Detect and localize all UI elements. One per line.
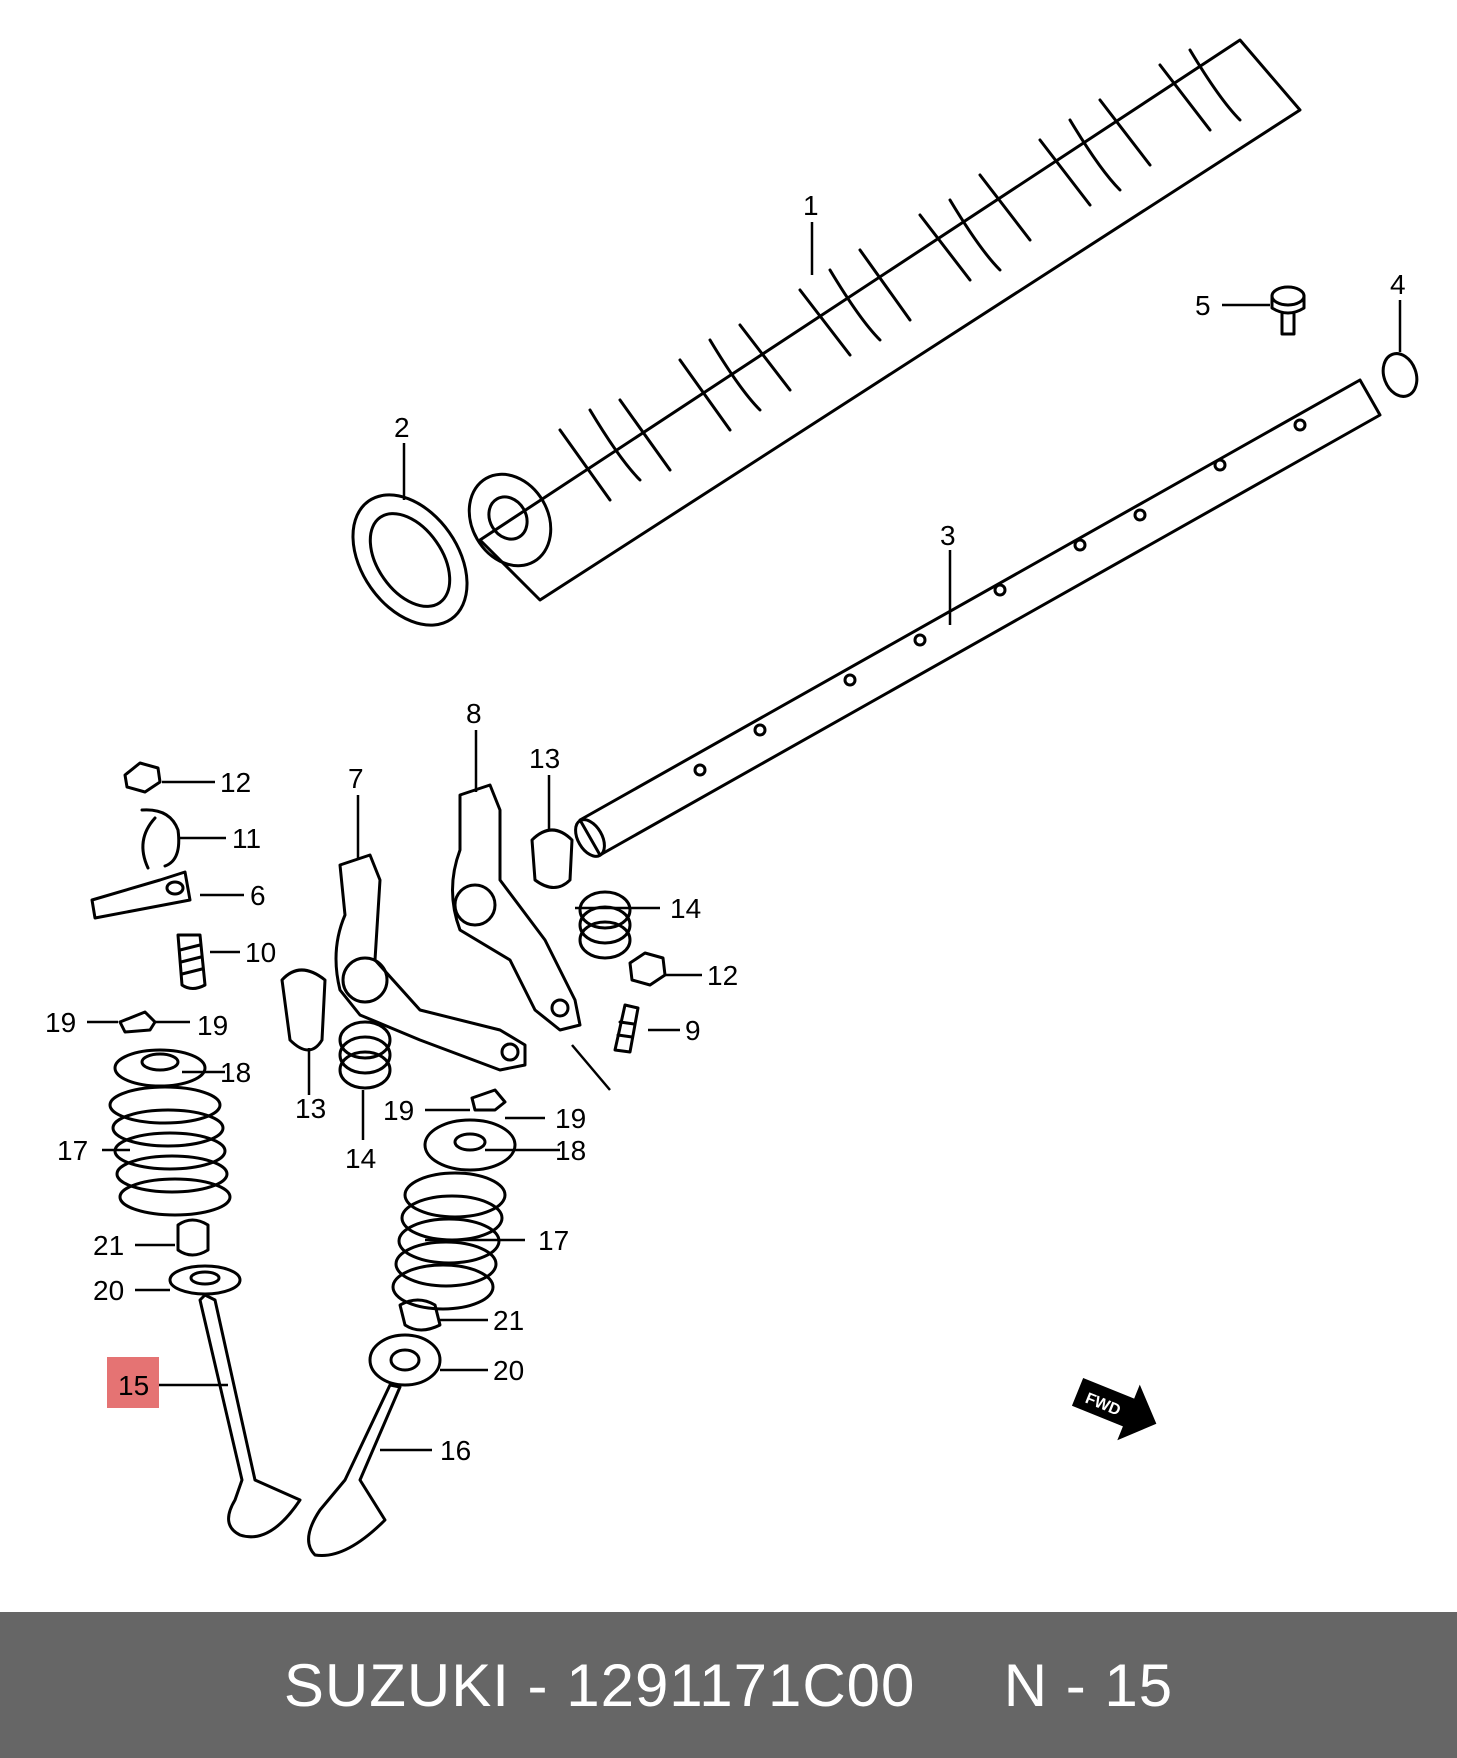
shaft-holes — [693, 418, 1307, 777]
callout-21-b: 21 — [493, 1305, 524, 1336]
wave-washer-part-b — [530, 828, 574, 889]
callout-14-b: 14 — [345, 1143, 376, 1174]
callout-11: 11 — [232, 823, 261, 854]
callout-12-a: 12 — [220, 767, 251, 798]
adjust-screw-part-a — [176, 933, 207, 990]
callout-7: 7 — [348, 763, 364, 794]
footer-bar: SUZUKI - 1291171C00 N - 15 — [0, 1612, 1457, 1758]
callout-18-a: 18 — [220, 1057, 251, 1088]
o-ring-part — [1381, 352, 1419, 398]
callout-8: 8 — [466, 698, 482, 729]
callout-19-d: 19 — [555, 1103, 586, 1134]
fwd-arrow-icon: FWD — [1071, 1377, 1157, 1441]
valve-stack-left — [108, 1010, 302, 1539]
callout-9: 9 — [685, 1015, 701, 1046]
callout-13-a: 13 — [529, 743, 560, 774]
callout-19-c: 19 — [383, 1095, 414, 1126]
callout-13-b: 13 — [295, 1093, 326, 1124]
callout-12-b: 12 — [707, 960, 738, 991]
parts-diagram: FWD 1 — [45, 38, 1419, 1558]
nut-part-a — [123, 761, 162, 794]
callout-3: 3 — [940, 520, 956, 551]
callout-19-a: 19 — [45, 1007, 76, 1038]
callout-2: 2 — [394, 412, 410, 443]
callout-5: 5 — [1195, 290, 1211, 321]
callout-20-b: 20 — [493, 1355, 524, 1386]
adjust-screw-part-b — [613, 1003, 640, 1054]
callout-21-a: 21 — [93, 1230, 124, 1261]
wave-washer-part-a — [280, 968, 327, 1052]
leader-lines — [87, 222, 1402, 1452]
valve-stack-right — [307, 1088, 517, 1558]
callout-17-b: 17 — [538, 1225, 569, 1256]
callout-10: 10 — [245, 937, 276, 968]
spring-part-14a — [338, 1020, 392, 1090]
callout-20-a: 20 — [93, 1275, 124, 1306]
callout-1: 1 — [803, 190, 819, 221]
callout-18-b: 18 — [555, 1135, 586, 1166]
callout-15-highlight — [107, 1357, 159, 1408]
oil-seal-part — [351, 493, 469, 627]
callout-19-b: 19 — [197, 1010, 228, 1041]
callout-6: 6 — [250, 880, 266, 911]
callout-16: 16 — [440, 1435, 471, 1466]
bolt-part — [1270, 285, 1306, 336]
spring-part-14b — [578, 890, 632, 960]
rocker-arm-part-7 — [334, 853, 527, 1072]
callout-17-a: 17 — [57, 1135, 88, 1166]
callout-4: 4 — [1390, 269, 1406, 300]
rocker-shaft-part — [574, 378, 1382, 858]
rocker-adjuster-part — [90, 870, 192, 920]
nut-part-b — [628, 951, 667, 987]
camshaft-part — [467, 38, 1302, 602]
clip-part — [140, 808, 181, 870]
callout-labels: 1 2 3 4 5 6 7 8 9 10 11 12 12 13 13 14 1… — [45, 190, 1406, 1466]
callout-15: 15 — [118, 1370, 149, 1401]
callout-14-a: 14 — [670, 893, 701, 924]
rocker-arm-part-8 — [451, 783, 582, 1032]
part-number-caption: SUZUKI - 1291171C00 N - 15 — [283, 1651, 1174, 1719]
